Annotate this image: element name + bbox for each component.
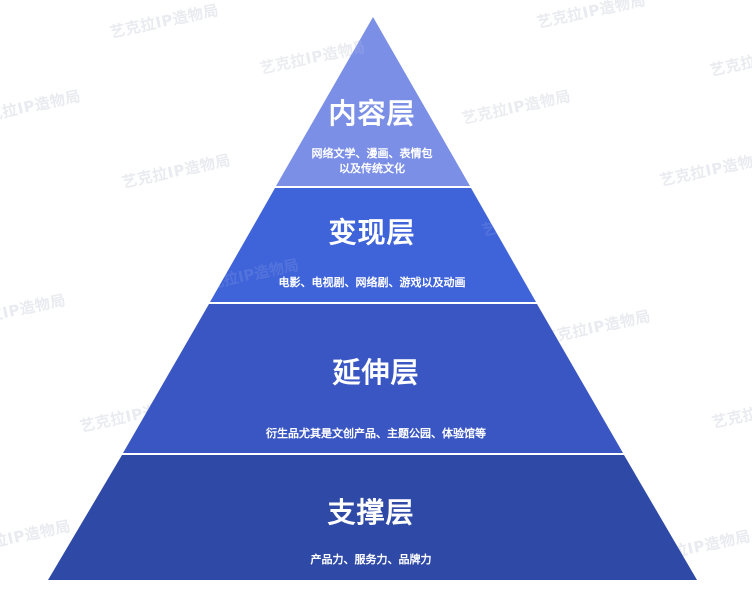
layer-description-line: 网络文学、漫画、表情包 xyxy=(311,147,433,160)
layer-content-shape xyxy=(276,17,470,186)
layer-title: 变现层 xyxy=(328,216,416,249)
layer-extension: 延伸层 衍生品尤其是文创产品、主题公园、体验馆等 xyxy=(266,357,486,441)
layer-monetization: 变现层 电影、电视剧、网络剧、游戏以及动画 xyxy=(279,217,466,290)
layer-description-line: 衍生品尤其是文创产品、主题公园、体验馆等 xyxy=(266,427,486,440)
layer-extension-shape xyxy=(123,304,623,453)
layer-description: 电影、电视剧、网络剧、游戏以及动画 xyxy=(279,275,466,290)
layer-title: 内容层 xyxy=(328,97,416,130)
layer-description: 衍生品尤其是文创产品、主题公园、体验馆等 xyxy=(266,426,486,441)
layer-description: 产品力、服务力、品牌力 xyxy=(311,552,432,567)
layer-support-shape xyxy=(48,455,697,580)
layer-monetization-shape xyxy=(210,188,536,302)
layer-title: 延伸层 xyxy=(332,356,420,389)
layer-support: 支撑层 产品力、服务力、品牌力 xyxy=(311,497,432,567)
layer-description: 网络文学、漫画、表情包 以及传统文化 xyxy=(312,146,433,176)
layer-title: 支撑层 xyxy=(327,496,415,529)
layer-description-line: 以及传统文化 xyxy=(339,162,405,175)
layer-description-line: 电影、电视剧、网络剧、游戏以及动画 xyxy=(278,276,466,289)
layer-content: 内容层 网络文学、漫画、表情包 以及传统文化 xyxy=(312,98,433,176)
layer-description-line: 产品力、服务力、品牌力 xyxy=(310,553,432,566)
